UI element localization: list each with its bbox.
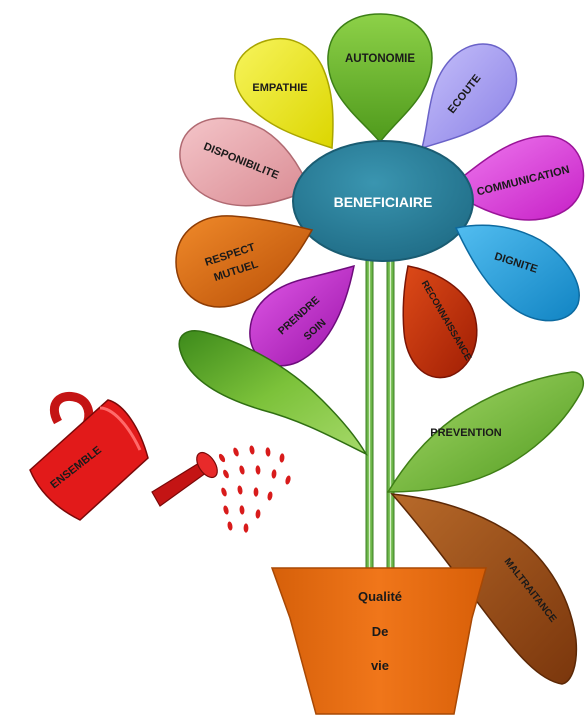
water-drop: [265, 447, 271, 457]
water-drop: [271, 469, 277, 479]
watering-can: ENSEMBLE: [29, 392, 218, 521]
water-drop: [223, 505, 229, 515]
water-drop: [267, 491, 273, 501]
petal-label-autonomie: AUTONOMIE: [345, 53, 415, 65]
petal-autonomie: AUTONOMIE: [327, 13, 433, 144]
petal-ecoute: ECOUTE: [420, 43, 518, 150]
petal-disponibilite: DISPONIBILITE: [179, 117, 311, 207]
leaf-maltraitance: MALTRAITANCE: [390, 493, 578, 685]
water-drop: [239, 465, 245, 475]
leaf-left: [178, 330, 368, 456]
water-drop: [243, 523, 249, 533]
water-drop: [253, 487, 259, 497]
water-drop: [255, 509, 261, 519]
petal-respect-mutuel: RESPECT MUTUEL: [175, 215, 314, 308]
pot-line-1: Qualité: [358, 589, 402, 604]
water-drop: [218, 453, 226, 463]
water-drop: [221, 487, 227, 497]
petal-empathie: EMPATHIE: [234, 37, 334, 149]
flower-stem: [365, 237, 395, 571]
leaf-prevention: PREVENTION: [386, 371, 585, 493]
flower-center: BENEFICIAIRE: [292, 140, 474, 262]
water-drop: [255, 465, 261, 475]
water-drop: [279, 453, 285, 463]
water-drop: [239, 505, 245, 515]
flower-pot: Qualité De vie: [270, 567, 487, 715]
pot-line-2: De: [372, 624, 389, 639]
petal-prendre-soin: PRENDRE SOIN: [249, 264, 355, 367]
water-drop: [223, 469, 229, 479]
petal-label-empathie: EMPATHIE: [252, 82, 307, 94]
water-drop: [237, 485, 243, 495]
center-label: BENEFICIAIRE: [334, 194, 433, 210]
pot-line-3: vie: [371, 658, 389, 673]
petal-dignite: DIGNITE: [454, 224, 580, 322]
petal-communication: COMMUNICATION: [446, 135, 585, 221]
water-drop: [285, 475, 291, 485]
water-drop: [249, 445, 255, 455]
leaf-label-prevention: PREVENTION: [430, 427, 502, 439]
water-drop: [227, 521, 233, 531]
water-drops: [218, 445, 291, 533]
water-drop: [233, 447, 239, 457]
petal-reconnaissance: RECONNAISSANCE: [402, 265, 478, 379]
